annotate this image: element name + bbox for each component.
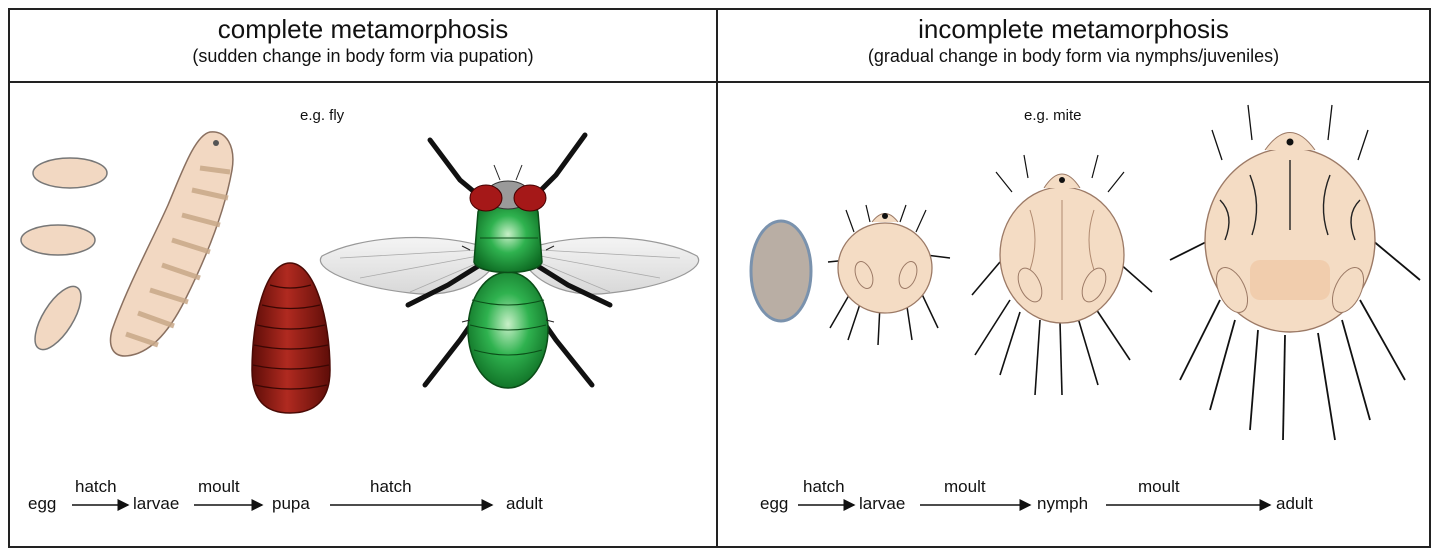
left-transition-moult: moult bbox=[198, 477, 240, 497]
right-transition-hatch: hatch bbox=[803, 477, 845, 497]
mite-nymph bbox=[972, 155, 1152, 395]
right-transition-moult-2: moult bbox=[1138, 477, 1180, 497]
left-stage-adult: adult bbox=[506, 494, 543, 514]
right-stage-adult: adult bbox=[1276, 494, 1313, 514]
right-stage-egg: egg bbox=[760, 494, 788, 514]
fly-larva bbox=[111, 132, 233, 356]
left-stage-larvae: larvae bbox=[133, 494, 179, 514]
mite-adult bbox=[1170, 105, 1420, 440]
right-stage-larvae: larvae bbox=[859, 494, 905, 514]
left-transition-hatch-2: hatch bbox=[370, 477, 412, 497]
left-stage-pupa: pupa bbox=[272, 494, 310, 514]
left-stage-egg: egg bbox=[28, 494, 56, 514]
right-transition-moult: moult bbox=[944, 477, 986, 497]
mite-egg bbox=[751, 221, 811, 321]
left-transition-hatch: hatch bbox=[75, 477, 117, 497]
fly-adult bbox=[320, 135, 698, 388]
fly-pupa bbox=[252, 263, 330, 413]
right-stage-nymph: nymph bbox=[1037, 494, 1088, 514]
fly-eggs bbox=[21, 158, 107, 356]
mite-larva bbox=[828, 205, 950, 345]
